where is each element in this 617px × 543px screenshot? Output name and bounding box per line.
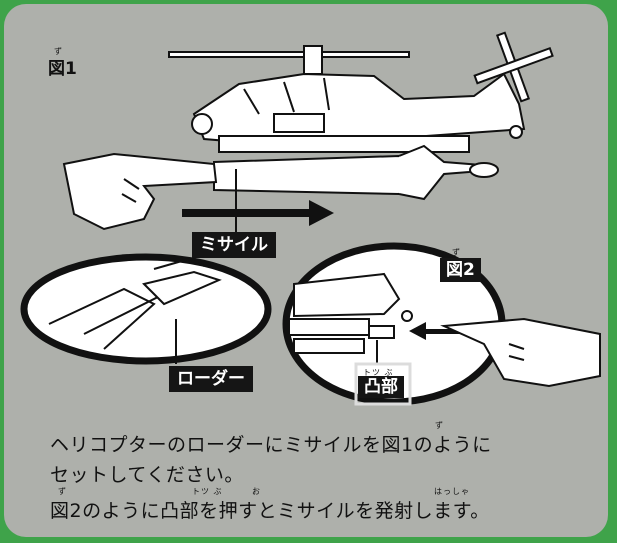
hand-fig1-drawing <box>62 152 218 231</box>
missile-label: ミサイル <box>192 232 276 258</box>
helicopter-drawing <box>168 31 554 232</box>
instruction-ruby-osu: お <box>252 487 261 496</box>
push-arrow-fig2 <box>409 322 464 340</box>
instruction-ruby-line1: ず <box>435 421 444 430</box>
instruction-line3: 図2のように凸部を押すとミサイルを発射します。 <box>50 500 490 522</box>
hand-fig2-drawing <box>440 317 601 388</box>
instruction-ruby-totsu: トツ ぶ <box>192 487 223 496</box>
figure1-label: 図1 <box>48 59 77 79</box>
instruction-ruby-zu: ず <box>58 487 67 496</box>
figure2-label: 図2 <box>440 258 481 282</box>
instruction-ruby-hassha: はっしゃ <box>434 487 470 496</box>
instruction-panel: ず 図1 ず 図2 ミサイル ローダー トツ ぶ 凸部 ず ヘリコプターのローダ… <box>4 4 608 537</box>
illustration <box>20 31 601 406</box>
protrusion-label: 凸部 <box>358 376 404 398</box>
loader-label: ローダー <box>169 366 253 392</box>
figure2-ruby: ず <box>452 248 461 257</box>
figure1-ruby: ず <box>54 47 63 56</box>
instruction-line1: ヘリコプターのローダーにミサイルを図1のように <box>50 434 492 456</box>
loader-oval <box>20 253 272 365</box>
protrusion-ruby: トツ ぶ <box>363 368 394 377</box>
instruction-line2: セットしてください。 <box>50 464 244 486</box>
push-arrow-fig1 <box>182 200 334 226</box>
figure2-oval <box>282 242 506 406</box>
